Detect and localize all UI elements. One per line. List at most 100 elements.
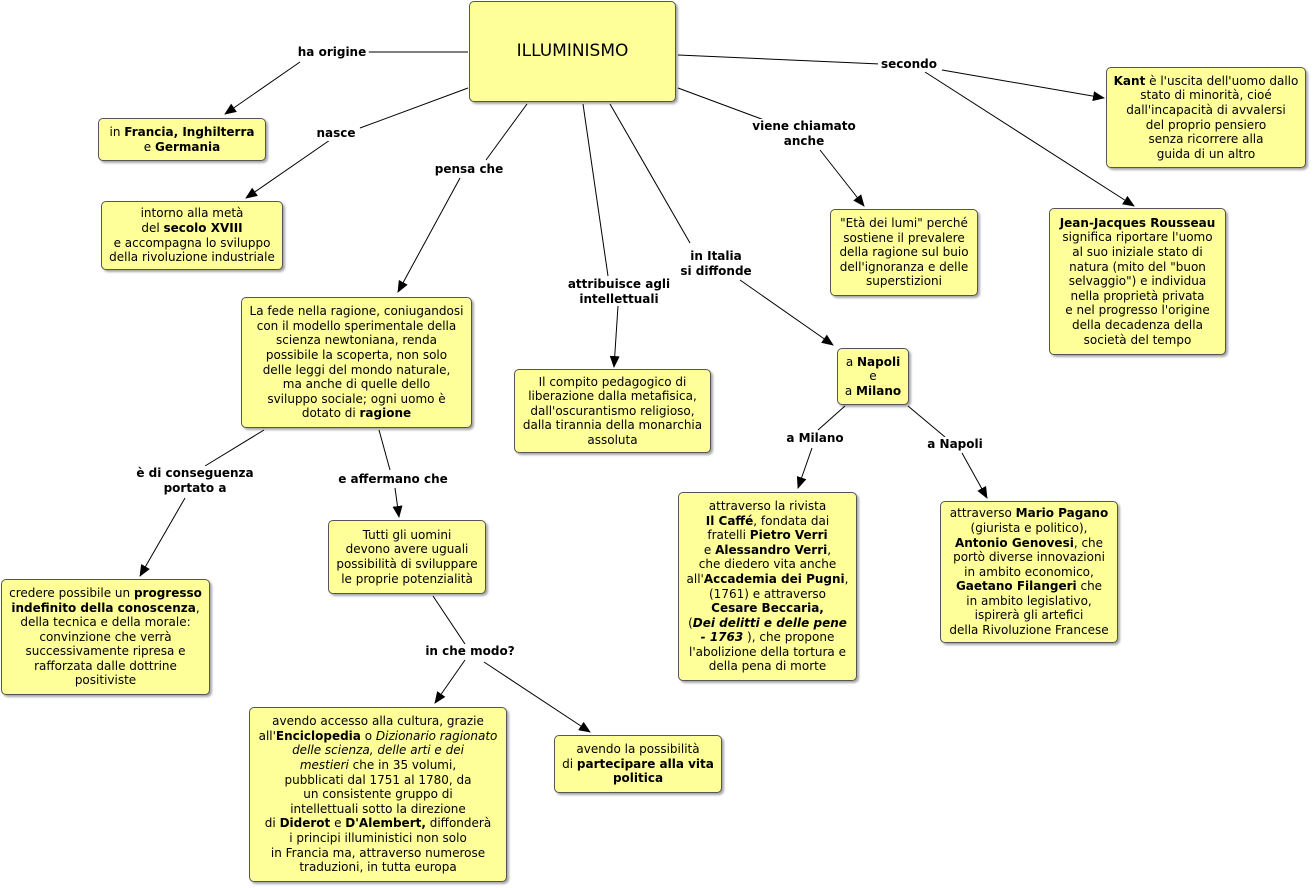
node-text-segment: dell'ignoranza e delle bbox=[839, 259, 969, 274]
link-label-line: e affermano che bbox=[338, 472, 448, 486]
node-text-segment: Il Caffé bbox=[705, 513, 754, 528]
node-text-segment: o bbox=[360, 728, 376, 743]
node-text-segment: del bbox=[141, 220, 164, 235]
node-text-segment: sviluppo sociale; ogni uomo è bbox=[267, 391, 446, 406]
node-text-line: e Alessandro Verri, bbox=[683, 543, 852, 558]
node-text-line: (Dei delitti e delle pene bbox=[683, 616, 852, 631]
node-text-segment: successivamente ripresa e bbox=[25, 644, 186, 659]
node-text-segment: Diderot bbox=[279, 816, 331, 831]
node-text-segment: in bbox=[109, 124, 125, 139]
node-text-segment: all' bbox=[258, 728, 276, 743]
node-text-line: del secolo XVIII bbox=[106, 221, 278, 236]
node-text-segment: in ambito legislativo, bbox=[966, 593, 1092, 608]
node-text-line: delle scienza, delle arti e dei bbox=[254, 743, 502, 758]
node-text-segment: avendo accesso alla cultura, grazie bbox=[272, 714, 484, 729]
link-label-line: nasce bbox=[316, 126, 356, 140]
link-label-line: anche bbox=[783, 133, 825, 148]
node-text-segment: e bbox=[869, 369, 877, 384]
node-text-segment: Kant bbox=[1113, 73, 1146, 88]
node-text-segment: a bbox=[844, 383, 857, 398]
link-label-a-milano: a Milano bbox=[783, 431, 847, 446]
node-text-line: credere possibile un progresso bbox=[6, 586, 205, 601]
node-text-segment: assoluta bbox=[587, 432, 638, 447]
node-text-segment: di bbox=[562, 756, 577, 771]
node-text-segment: portò diverse innovazioni bbox=[953, 550, 1105, 565]
node-text-segment: ), che propone bbox=[743, 630, 835, 645]
node-text-segment: della ragione sul buio bbox=[839, 245, 969, 260]
node-text-segment: che diedero vita anche bbox=[698, 557, 837, 572]
node-text-segment: partecipare alla vita bbox=[576, 756, 714, 771]
node-text-line: a Napoli bbox=[842, 355, 904, 370]
node-text-line: Il compito pedagogico di bbox=[519, 375, 706, 390]
node-text-segment: possibile la scoperta, non solo bbox=[265, 347, 448, 362]
node-text-segment: Accademia dei Pugni bbox=[703, 571, 845, 586]
node-text-segment: D'Alembert, bbox=[345, 816, 426, 831]
node-text-line: stato di minorità, cioé bbox=[1111, 88, 1301, 103]
node-text-segment: dall'incapacità di avvalersi bbox=[1126, 102, 1286, 117]
node-text-line: dotato di ragione bbox=[246, 406, 467, 421]
link-label-line: pensa che bbox=[434, 162, 504, 176]
node-text-segment: del proprio pensiero bbox=[1145, 117, 1267, 132]
node-text-segment: dalla tirannia della monarchia bbox=[522, 418, 703, 433]
node-text-segment: in Francia ma, attraverso numerose bbox=[270, 845, 486, 860]
node-text-segment: , bbox=[827, 542, 832, 557]
main-concept-illuminismo[interactable]: ILLUMINISMO bbox=[469, 1, 676, 102]
node-text-line: successivamente ripresa e bbox=[6, 644, 205, 659]
node-text-line: scienza newtoniana, renda bbox=[246, 333, 467, 348]
node-text-segment: , fondata dai bbox=[753, 513, 830, 528]
node-text-segment: Francia, Inghilterra bbox=[124, 124, 255, 139]
node-text-segment: delle scienza, delle arti e dei bbox=[292, 743, 464, 758]
node-text-segment: secolo XVIII bbox=[163, 220, 243, 235]
link-label-secondo: secondo bbox=[877, 57, 941, 72]
node-text-line: attraverso Mario Pagano bbox=[945, 506, 1113, 521]
node-text-line: Jean-Jacques Rousseau bbox=[1054, 216, 1221, 231]
link-label-line: in Italia bbox=[690, 249, 742, 263]
node-text-line: portò diverse innovazioni bbox=[945, 550, 1113, 565]
node-text-segment: società del tempo bbox=[1083, 332, 1192, 347]
node-text-segment: rafforzata dalle dottrine bbox=[34, 658, 177, 673]
node-text-segment: e bbox=[703, 542, 716, 557]
node-pagano[interactable]: attraverso Mario Pagano(giurista e polit… bbox=[940, 501, 1118, 643]
node-text-segment: Jean-Jacques Rousseau bbox=[1059, 215, 1216, 230]
node-text-segment: possibilità di sviluppare bbox=[336, 557, 478, 571]
node-text-line: e Germania bbox=[103, 140, 261, 155]
node-text-segment: Il compito pedagogico di bbox=[538, 374, 687, 389]
node-text-line: intorno alla metà bbox=[106, 206, 278, 221]
node-text-segment: convinzione che verrà bbox=[39, 629, 172, 644]
node-text-segment: Napoli bbox=[856, 354, 901, 369]
node-text-segment: , che bbox=[1073, 535, 1104, 550]
node-text-segment: ragione bbox=[359, 406, 412, 421]
node-text-line: guida di un altro bbox=[1111, 147, 1301, 162]
node-text-segment: al suo iniziale stato di bbox=[1072, 245, 1203, 260]
node-text-line: all'Enciclopedia o Dizionario ragionato bbox=[254, 729, 502, 744]
node-text-segment: Mario Pagano bbox=[1015, 506, 1109, 521]
node-text-line: dell'ignoranza e delle bbox=[835, 260, 973, 275]
node-text-line: avendo la possibilità bbox=[559, 742, 717, 757]
node-text-line: devono avere uguali bbox=[333, 542, 481, 557]
link-label-affermano: e affermano che bbox=[335, 472, 451, 487]
node-text-line: "Età dei lumi" perché bbox=[835, 216, 973, 231]
node-text-line: indefinito della conoscenza, bbox=[6, 601, 205, 616]
node-text-segment: nella proprietà privata bbox=[1070, 288, 1205, 303]
node-text-line: (giurista e politico), bbox=[945, 521, 1113, 536]
node-text-segment: Pietro Verri bbox=[749, 528, 828, 543]
node-text-segment: che in 35 volumi, bbox=[348, 758, 457, 773]
node-text-line: del proprio pensiero bbox=[1111, 118, 1301, 133]
node-text-segment: - 1763 bbox=[700, 630, 744, 645]
node-text-segment: avendo la possibilità bbox=[576, 742, 700, 757]
